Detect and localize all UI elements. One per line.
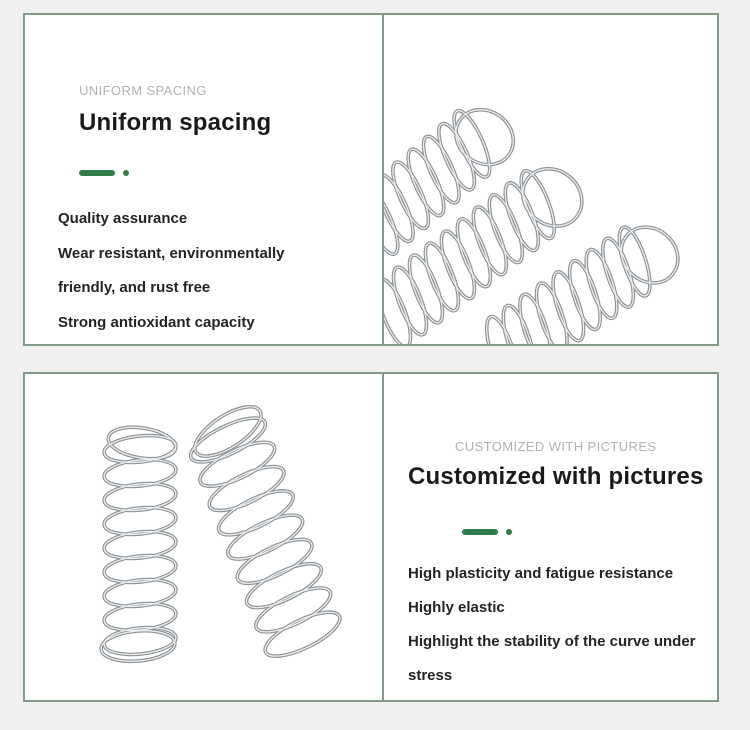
feature-panel-customized-with-pictures: CUSTOMIZED WITH PICTURES Customized with…	[23, 372, 719, 702]
feature-item: Highly elastic	[408, 599, 505, 616]
dash-bar-icon	[79, 170, 115, 176]
feature-title: Customized with pictures	[408, 463, 704, 490]
feature-panel-uniform-spacing: UNIFORM SPACING Uniform spacing Quality …	[23, 13, 719, 346]
feature-list: High plasticity and fatigue resistance H…	[408, 557, 707, 693]
feature-item: Strong antioxidant capacity	[58, 313, 255, 331]
eyebrow-label: CUSTOMIZED WITH PICTURES	[455, 439, 657, 454]
upright-springs-image	[25, 374, 384, 700]
upright-springs-drawing	[98, 393, 352, 668]
accent-dash-icon	[79, 170, 368, 176]
feature-list: Quality assurance Wear resistant, enviro…	[58, 202, 343, 340]
dash-dot-icon	[123, 170, 129, 176]
feature-item: Quality assurance	[58, 210, 188, 227]
dash-bar-icon	[462, 529, 498, 535]
feature-text-block-customized-with-pictures: CUSTOMIZED WITH PICTURES Customized with…	[384, 374, 717, 700]
feature-item: Wear resistant, environmentally friendly…	[58, 244, 285, 297]
accent-dash-icon	[462, 529, 707, 535]
feature-item: Highlight the stability of the curve und…	[408, 633, 696, 684]
diagonal-springs-drawing	[384, 83, 699, 344]
eyebrow-label: UNIFORM SPACING	[79, 83, 207, 98]
diagonal-springs-image	[384, 15, 717, 344]
feature-item: High plasticity and fatigue resistance	[408, 565, 674, 582]
dash-dot-icon	[506, 529, 512, 535]
feature-title: Uniform spacing	[79, 109, 272, 136]
feature-text-block-uniform-spacing: UNIFORM SPACING Uniform spacing Quality …	[25, 15, 384, 344]
